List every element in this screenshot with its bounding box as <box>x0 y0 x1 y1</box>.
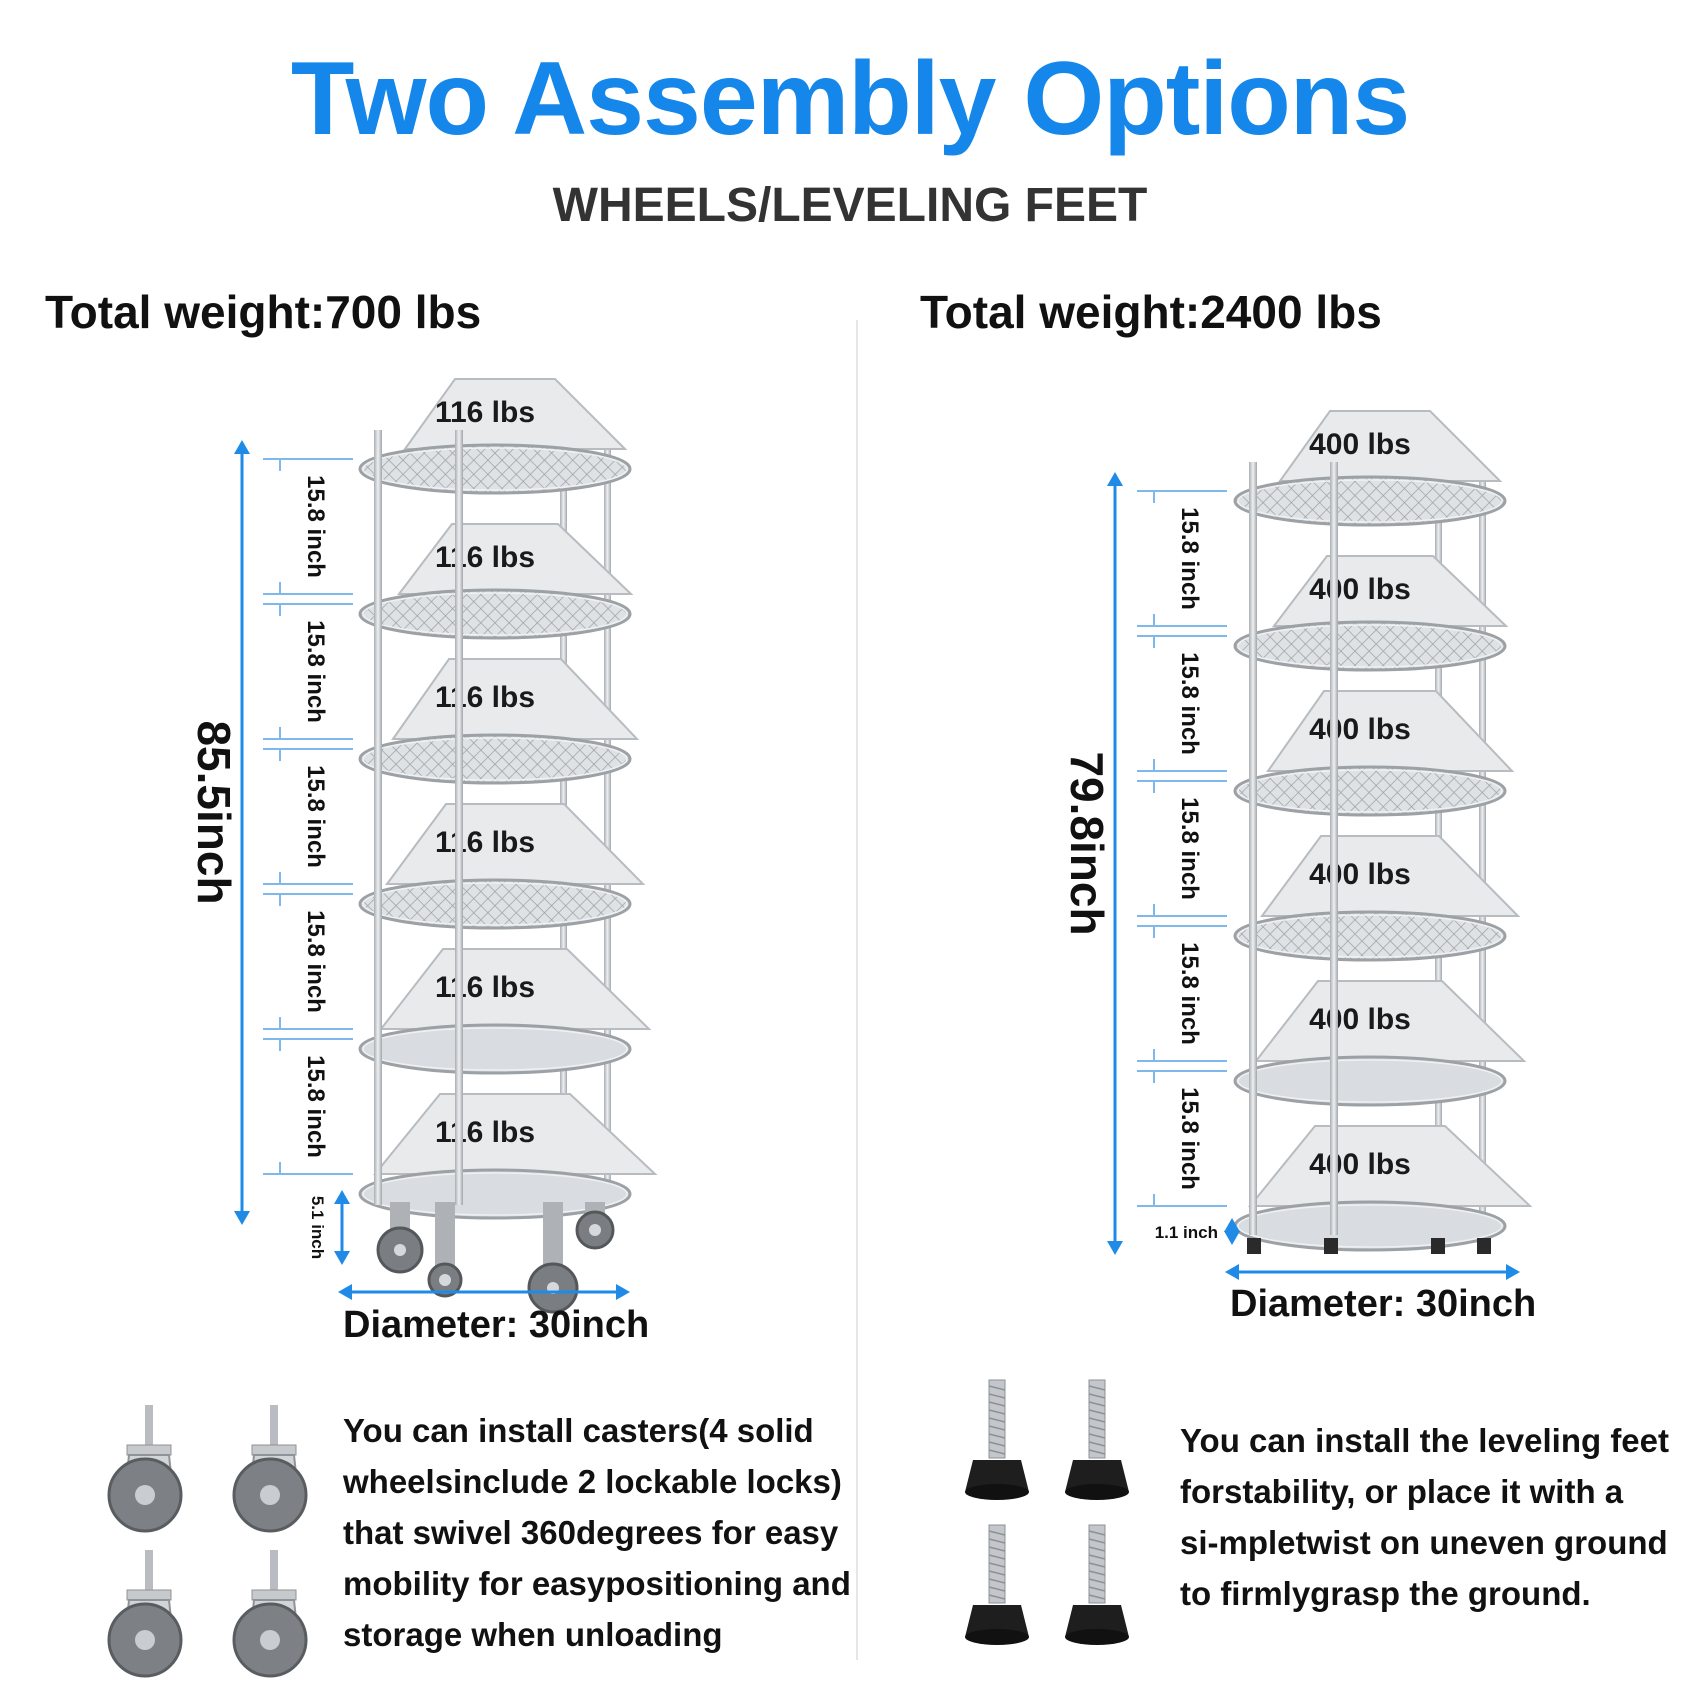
section-divider <box>856 320 858 1660</box>
diameter-arrow <box>1225 1264 1520 1280</box>
caster-wheel-icon <box>107 1550 183 1678</box>
leveling-foot-icon <box>965 1379 1129 1645</box>
base-height-arrow <box>334 1190 350 1265</box>
wheels-description-line: storage when unloading <box>343 1616 723 1653</box>
shelf-spacing-label: 15.8 inch <box>1176 797 1203 900</box>
shelf-spacing-dimension <box>1137 780 1227 917</box>
feet-description: You can install the leveling feet forsta… <box>1180 1415 1669 1619</box>
shelf-load-label: 400 lbs <box>1309 428 1411 461</box>
shelf-spacing-label: 15.8 inch <box>302 1055 329 1158</box>
page-title: Two Assembly Options <box>290 41 1410 157</box>
rack-post <box>1479 472 1486 1235</box>
leveling-foot-icon <box>1065 1379 1129 1500</box>
feet-diameter-label: Diameter: 30inch <box>1230 1283 1537 1325</box>
caster-wheel-icon <box>232 1405 308 1533</box>
shelf <box>1233 1055 1507 1107</box>
feet-description-line: si-mpletwist on uneven ground <box>1180 1524 1668 1561</box>
rack-post <box>455 430 463 1205</box>
wheels-description-line: You can install casters(4 solid <box>343 1412 814 1449</box>
leveling-foot <box>1247 1238 1261 1254</box>
shelf-spacing-dimension <box>263 458 353 595</box>
shelf <box>358 733 632 785</box>
feet-description-line: to firmlygrasp the ground. <box>1180 1575 1591 1612</box>
shelf-load-label: 400 lbs <box>1309 858 1411 891</box>
leveling-foot-icon <box>1065 1524 1129 1645</box>
wheels-diameter-label: Diameter: 30inch <box>343 1304 650 1346</box>
rack-post <box>604 440 611 1205</box>
shelf <box>1233 475 1507 527</box>
shelf-load-label: 116 lbs <box>435 681 535 714</box>
shelf <box>358 443 632 495</box>
caster-wheel-icon <box>107 1405 308 1678</box>
shelf-load-label: 400 lbs <box>1309 1003 1411 1036</box>
shelf-load-label: 400 lbs <box>1309 1148 1411 1181</box>
shelf-spacing-dimension <box>263 748 353 885</box>
shelf <box>358 588 632 640</box>
feet-description-line: You can install the leveling feet <box>1180 1422 1670 1459</box>
wheels-description: You can install casters(4 solid wheelsin… <box>343 1405 851 1660</box>
shelf-spacing-dimension <box>1137 925 1227 1062</box>
wheels-description-line: that swivel 360degrees for easy <box>343 1514 839 1551</box>
height-label: 79.8inch <box>1061 751 1113 935</box>
wheels-description-line: mobility for easypositioning and <box>343 1565 851 1602</box>
shelf-spacing-label: 15.8 inch <box>1176 507 1203 610</box>
rack-post <box>1330 462 1338 1235</box>
shelf <box>1233 765 1507 817</box>
caster-wheel-icon <box>232 1550 308 1678</box>
shelf-load-label: 116 lbs <box>435 541 535 574</box>
leveling-foot <box>1477 1238 1491 1254</box>
shelf-spacing-label: 15.8 inch <box>302 475 329 578</box>
shelf-load-label: 116 lbs <box>435 826 535 859</box>
diameter-arrow <box>338 1284 630 1300</box>
base-height-arrow <box>1224 1218 1240 1245</box>
leveling-foot-icon <box>965 1524 1029 1645</box>
rack-post <box>1249 462 1257 1235</box>
wheels-rack-illustration: 116 lbs 116 lbs 116 lbs 116 lbs 116 lbs 116 l… <box>188 378 658 1314</box>
shelf-spacing-dimension <box>1137 635 1227 772</box>
shelf-load-label: 116 lbs <box>435 396 535 429</box>
shelf-spacing-dimension <box>1137 1070 1227 1207</box>
shelf <box>358 878 632 930</box>
shelf-spacing-dimension <box>1137 490 1227 627</box>
height-arrow <box>234 440 250 1225</box>
feet-total-weight: Total weight:2400 lbs <box>920 286 1382 338</box>
base-height-label: 5.1 inch <box>308 1196 327 1259</box>
leveling-foot <box>1431 1238 1445 1254</box>
feet-rack-illustration: 400 lbs 400 lbs 400 lbs 400 lbs 400 lbs 400 l… <box>1061 410 1533 1280</box>
shelf-spacing-label: 15.8 inch <box>302 765 329 868</box>
base-height-label: 1.1 inch <box>1155 1223 1218 1242</box>
shelf-spacing-label: 15.8 inch <box>302 620 329 723</box>
wheels-total-weight: Total weight:700 lbs <box>45 286 482 338</box>
shelf-load-label: 400 lbs <box>1309 713 1411 746</box>
shelf-load-label: 400 lbs <box>1309 573 1411 606</box>
shelf <box>1233 910 1507 962</box>
leveling-foot <box>1324 1238 1338 1254</box>
wheels-description-line: wheelsinclude 2 lockable locks) <box>343 1463 842 1500</box>
rack-post <box>374 430 382 1205</box>
shelf-spacing-label: 15.8 inch <box>302 910 329 1013</box>
shelf-load-label: 116 lbs <box>435 971 535 1004</box>
shelf-spacing-label: 15.8 inch <box>1176 652 1203 755</box>
caster-wheel-icon <box>107 1405 183 1533</box>
leveling-foot-icon <box>965 1379 1029 1500</box>
shelf-spacing-label: 15.8 inch <box>1176 1087 1203 1190</box>
feet-description-line: forstability, or place it with a <box>1180 1473 1624 1510</box>
shelf <box>1233 620 1507 672</box>
shelf-spacing-dimension <box>263 603 353 740</box>
shelf-spacing-dimension <box>263 1038 353 1175</box>
height-arrow <box>1107 472 1123 1255</box>
shelf-spacing-dimension <box>263 893 353 1030</box>
shelf-spacing-label: 15.8 inch <box>1176 942 1203 1045</box>
shelf <box>1233 1200 1507 1252</box>
shelf <box>358 1023 632 1075</box>
page-subtitle: WHEELS/LEVELING FEET <box>552 179 1148 232</box>
height-label: 85.5inch <box>188 720 240 904</box>
shelf-load-label: 116 lbs <box>435 1116 535 1149</box>
